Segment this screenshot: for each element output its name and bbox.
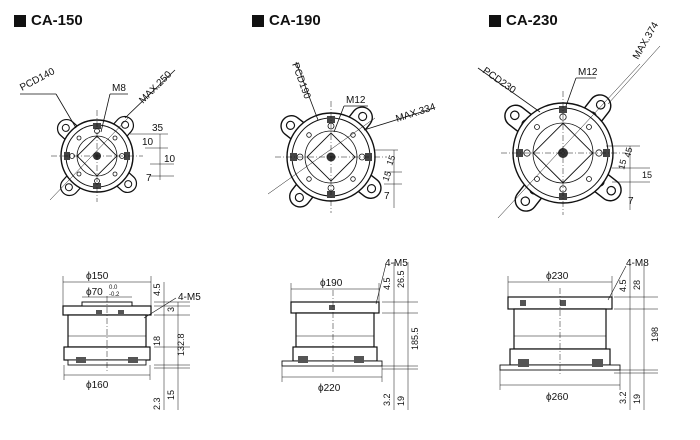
- dim-label: 15: [616, 158, 628, 170]
- ca230-top-view: [477, 45, 661, 219]
- dim-label: 15: [380, 170, 393, 183]
- square-bullet-icon: [14, 14, 26, 27]
- dim-label: 4.5: [382, 277, 392, 290]
- max-label: MAX.250: [137, 69, 174, 106]
- dim-label: 10: [164, 154, 176, 165]
- dia-label: ϕ220: [318, 383, 341, 394]
- max-label: MAX.334: [395, 102, 438, 125]
- pcd-label: PCD190: [289, 61, 312, 101]
- thread-label: M8: [112, 83, 126, 94]
- dim-label: 18: [152, 336, 162, 346]
- ca150-top-view: [20, 69, 176, 202]
- ca190-top-view: [267, 61, 435, 213]
- dim-label: 19: [632, 394, 642, 404]
- max-label: MAX.374: [631, 20, 661, 62]
- dim-label: 198: [650, 327, 660, 342]
- dim-label: 3: [166, 307, 176, 312]
- dia-label: ϕ230: [546, 271, 569, 282]
- ca190-side-view: [281, 262, 418, 410]
- pcd-label: PCD140: [18, 66, 57, 94]
- dim-label: 7: [384, 191, 390, 202]
- dim-label: 2.3: [152, 397, 162, 410]
- dim-label: 28: [632, 280, 642, 290]
- dia-label: ϕ260: [546, 392, 569, 403]
- dim-label: 3.2: [382, 393, 392, 406]
- pcd-label: PCD230: [480, 65, 518, 96]
- square-bullet-icon: [252, 14, 264, 27]
- thread-label: M12: [578, 67, 598, 78]
- ca150-side-view: [62, 276, 190, 410]
- dim-label: 7: [146, 173, 152, 184]
- ca230-side-view: [499, 264, 658, 410]
- dim-label: 132.8: [176, 333, 186, 356]
- dim-label: 185.5: [410, 327, 420, 350]
- dim-label: 19: [396, 396, 406, 406]
- tap-label: 4-M5: [385, 258, 408, 269]
- thread-label: M12: [346, 95, 366, 106]
- dim-label: 35: [152, 123, 164, 134]
- tol-label: -0.2: [109, 292, 120, 298]
- tap-label: 4-M5: [178, 292, 201, 303]
- dia-label: ϕ160: [86, 380, 109, 391]
- model-title: CA-190: [269, 12, 321, 29]
- dim-label: 7: [628, 196, 634, 207]
- title-ca190: CA-190: [252, 12, 321, 29]
- dia-label: ϕ70: [86, 287, 103, 298]
- model-title: CA-230: [506, 12, 558, 29]
- dim-label: 4.5: [152, 283, 162, 296]
- dim-label: 3.2: [618, 391, 628, 404]
- dim-label: 15: [166, 390, 176, 400]
- title-ca150: CA-150: [14, 12, 83, 29]
- dia-label: ϕ150: [86, 271, 109, 282]
- model-title: CA-150: [31, 12, 83, 29]
- tol-label: 0.0: [109, 285, 118, 291]
- tap-label: 4-M8: [626, 258, 649, 269]
- dim-label: 4.5: [618, 279, 628, 292]
- title-ca230: CA-230: [489, 12, 558, 29]
- square-bullet-icon: [489, 14, 501, 27]
- dim-label: 15: [384, 154, 397, 167]
- dim-label: 45: [622, 146, 634, 158]
- dia-label: ϕ190: [320, 278, 343, 289]
- dim-label: 10: [142, 137, 154, 148]
- dim-label: 15: [642, 170, 652, 180]
- dim-label: 26.5: [396, 270, 406, 288]
